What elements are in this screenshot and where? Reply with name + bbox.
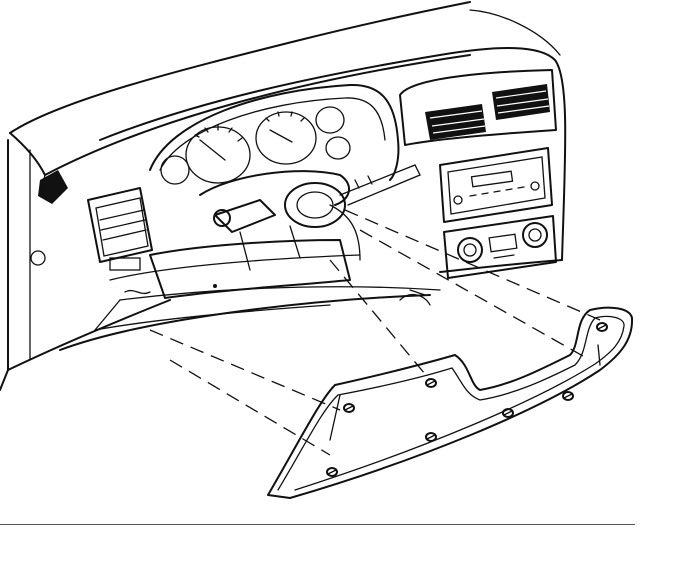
knee-bolster-panel [267, 306, 634, 499]
clip-icon [425, 432, 437, 442]
center-vents [399, 69, 557, 146]
gauge-icon [160, 155, 190, 185]
alignment-lines [149, 209, 601, 456]
retaining-clips [326, 322, 608, 477]
lower-dash-opening [59, 239, 441, 351]
tachometer-icon [255, 111, 317, 165]
vent-icon [425, 104, 486, 140]
gauge-icon [325, 136, 351, 160]
gauge-icon [315, 106, 345, 134]
vent-icon [492, 84, 550, 120]
radio-knob-icon [453, 195, 463, 205]
instrument-panel [0, 1, 567, 391]
left-vent [87, 187, 153, 271]
clip-icon [326, 467, 338, 477]
clip-icon [562, 391, 574, 401]
clip-icon [502, 408, 514, 418]
divider-line [0, 524, 635, 525]
clip-icon [343, 403, 355, 413]
knob-icon [457, 237, 483, 263]
steering-column [199, 164, 421, 271]
radio-display [470, 170, 514, 188]
instrument-cluster [149, 83, 400, 185]
radio [439, 147, 553, 223]
climate-control [443, 215, 557, 279]
radio-knob-icon [530, 181, 540, 191]
clip-icon [596, 322, 608, 332]
knob-icon [522, 222, 548, 248]
clip-icon [425, 378, 437, 388]
